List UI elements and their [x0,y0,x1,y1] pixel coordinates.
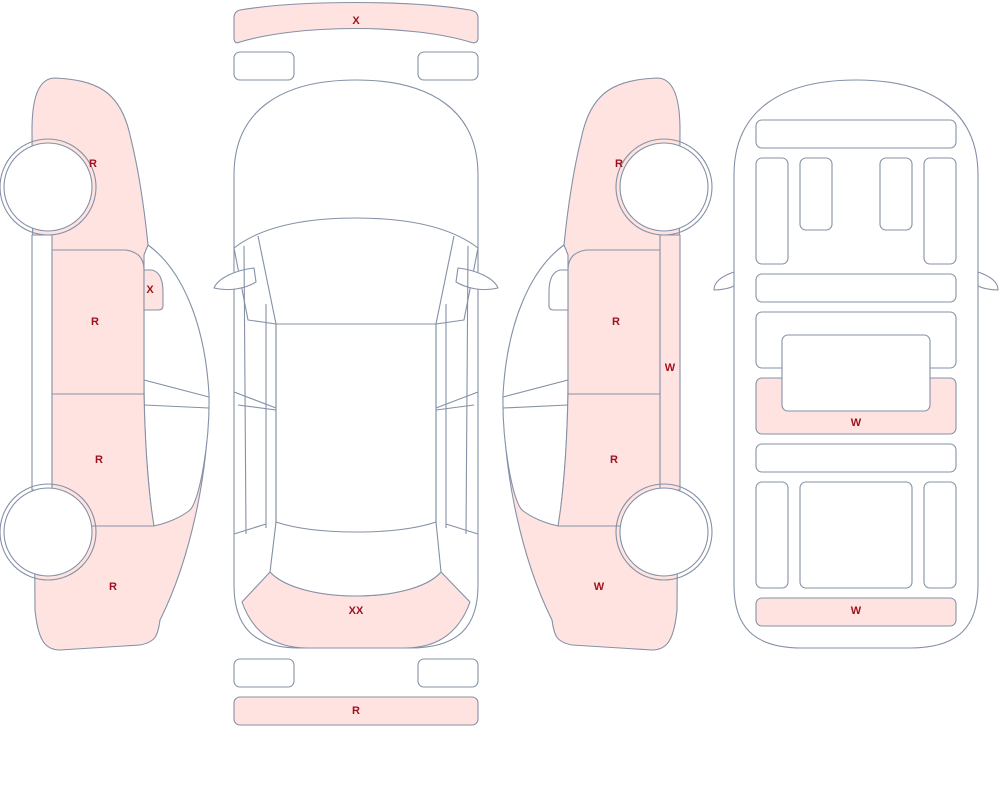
left-door-divider [143,379,210,409]
right-rear-wheel-arch [615,483,713,581]
underbody-rear[interactable] [755,597,957,627]
front-bumper[interactable] [233,1,479,44]
rear-right-light[interactable] [417,658,479,688]
left-side-view [0,77,210,651]
underbody-rear-left-rail[interactable] [755,481,789,589]
underbody-front-left-rail[interactable] [755,157,789,265]
underbody-front-right-mount[interactable] [879,157,913,231]
underbody-front-left-mount[interactable] [799,157,833,231]
left-front-door[interactable] [51,249,145,395]
underbody-rear-crossmember[interactable] [755,443,957,473]
underbody-spare-well[interactable] [799,481,913,589]
top-left-mirror[interactable] [213,267,257,291]
underbody-front-crossmember[interactable] [755,119,957,149]
right-front-wheel-arch [615,138,713,236]
damage-marks: X XX R R X R R R R R W R W W W [89,15,862,717]
left-mirror[interactable] [143,269,164,311]
right-front-door[interactable] [567,249,661,395]
mark-left-front-fender: R [89,158,97,170]
top-roof[interactable] [275,323,437,533]
mark-right-front-door: R [612,316,620,328]
mark-right-rear-quarter: W [594,581,605,593]
left-rear-wheel-arch [0,483,97,581]
right-rear-door[interactable] [557,393,661,527]
rear-left-light[interactable] [233,658,295,688]
front-left-light[interactable] [233,51,295,81]
mark-right-rocker: W [665,362,676,374]
mark-rear-bumper: R [352,705,360,717]
front-right-light[interactable] [417,51,479,81]
underbody-view [713,79,999,649]
top-roof-left-rail [243,235,277,535]
mark-left-mirror: X [146,284,154,296]
mark-left-rear-quarter: R [109,581,117,593]
top-rear-window[interactable] [269,521,442,597]
right-mirror[interactable] [548,269,569,311]
mark-right-front-fender: R [615,158,623,170]
underbody-front-right-rail[interactable] [923,157,957,265]
right-front-wheel[interactable] [619,142,709,232]
top-left-pillar [233,391,277,411]
rear-bumper[interactable] [233,696,479,726]
mark-underbody-rear: W [851,605,862,617]
mark-right-rear-door: R [610,454,618,466]
mark-top-rear-bumper-cover: XX [349,605,364,617]
underbody-rear-right-rail[interactable] [923,481,957,589]
left-rear-wheel[interactable] [3,487,93,577]
left-rear-door[interactable] [51,393,155,527]
right-door-divider [502,379,569,409]
left-front-wheel[interactable] [3,142,93,232]
underbody-right-flap [977,271,999,291]
mark-left-rear-door: R [95,454,103,466]
underbody-left-flap [713,271,735,291]
top-windshield[interactable] [233,217,479,325]
top-rear-quarters [233,523,479,535]
right-side-view [502,77,713,651]
underbody-tunnel[interactable] [781,334,931,412]
top-right-pillar [435,391,479,411]
left-rocker-strip[interactable] [31,234,53,491]
left-front-wheel-arch [0,138,97,236]
mark-left-front-door: R [91,316,99,328]
underbody-firewall[interactable] [755,273,957,303]
top-right-mirror[interactable] [455,267,499,291]
mark-underbody-mid: W [851,417,862,429]
top-view [213,1,499,726]
right-rear-wheel[interactable] [619,487,709,577]
mark-front-bumper: X [352,15,360,27]
top-roof-right-rail [435,235,469,535]
